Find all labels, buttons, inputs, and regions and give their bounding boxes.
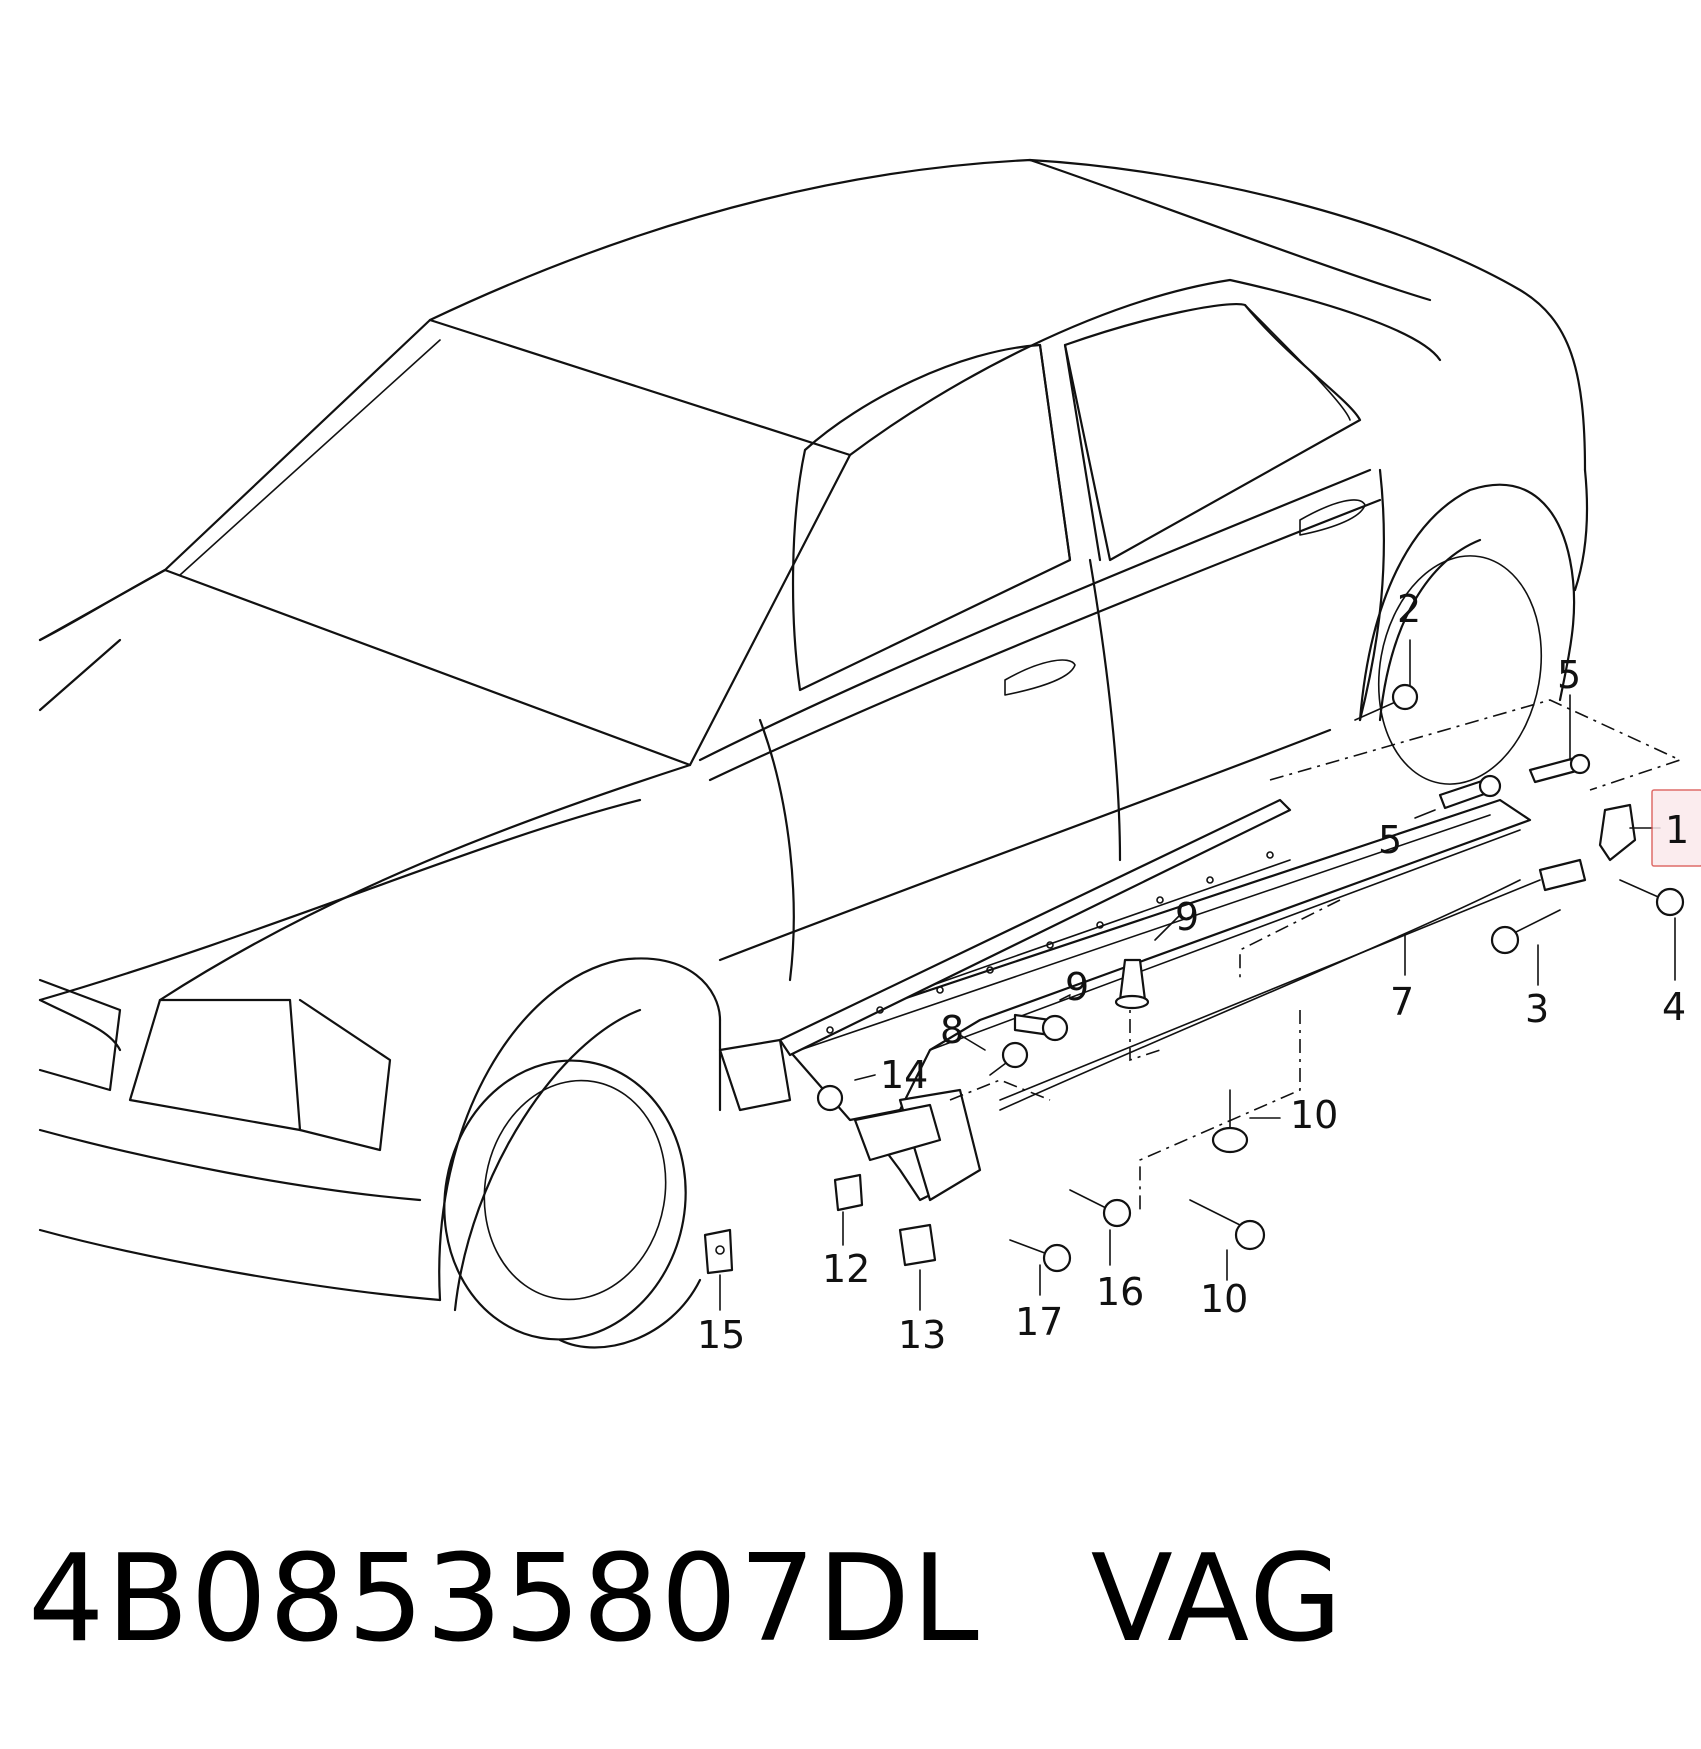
- callout-5-lower: 5: [1378, 818, 1402, 862]
- callout-labels: 1 2 3 4 5 5 7 8 9 9 10 10 12 13 14 15 16…: [697, 587, 1689, 1357]
- fasteners: [703, 683, 1685, 1275]
- callout-16: 16: [1096, 1270, 1144, 1314]
- callout-3: 3: [1525, 987, 1549, 1031]
- highlight-box: [1651, 789, 1701, 867]
- callout-12: 12: [822, 1247, 870, 1291]
- part-number: 4B08535807DL: [28, 1530, 981, 1669]
- callout-1: 1: [1665, 808, 1689, 852]
- callout-14: 14: [880, 1053, 928, 1097]
- callout-2: 2: [1397, 587, 1421, 631]
- assembly-leaders: [949, 699, 1683, 1210]
- callout-leaders: [719, 639, 1676, 1311]
- callout-9-upper: 9: [1175, 895, 1199, 939]
- side-sill-trim: [718, 798, 1637, 1202]
- part-caption: 4B08535807DL VAG: [28, 1520, 1668, 1680]
- callout-7: 7: [1390, 980, 1414, 1024]
- car-body-outline: [38, 158, 1589, 1349]
- brand-name: VAG: [1090, 1530, 1345, 1669]
- callout-8: 8: [940, 1008, 964, 1052]
- callout-4: 4: [1662, 985, 1686, 1029]
- callout-15: 15: [697, 1313, 745, 1357]
- callout-10-upper: 10: [1290, 1093, 1338, 1137]
- callout-13: 13: [898, 1313, 946, 1357]
- callout-9-lower: 9: [1065, 965, 1089, 1009]
- callout-17: 17: [1015, 1300, 1063, 1344]
- callout-5-upper: 5: [1557, 653, 1581, 697]
- callout-10-lower: 10: [1200, 1277, 1248, 1321]
